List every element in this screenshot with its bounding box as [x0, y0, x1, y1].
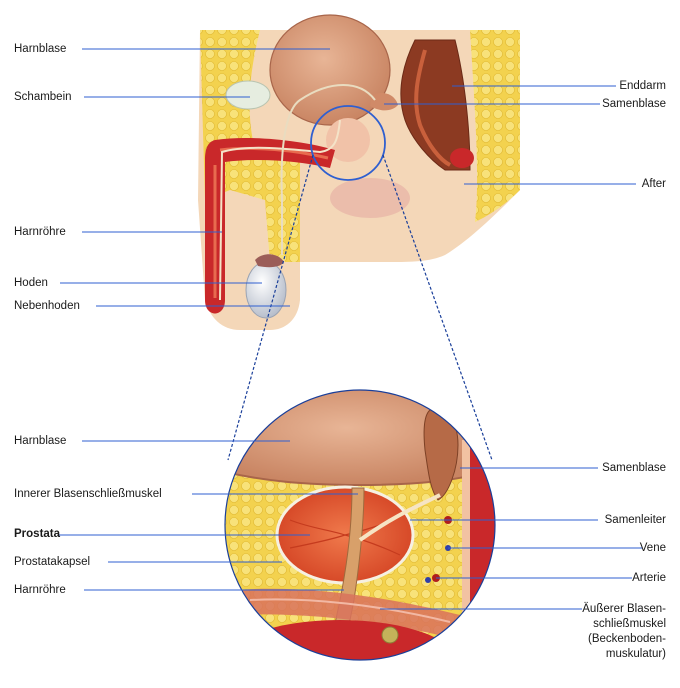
- label-detail-vene: Vene: [640, 541, 666, 555]
- label-detail-harnroehre: Harnröhre: [14, 583, 66, 597]
- label-detail-aeusserer-1: Äußerer Blasen-: [582, 602, 666, 616]
- testis: [246, 262, 286, 318]
- buttock-fat: [470, 30, 520, 222]
- bladder: [270, 15, 390, 125]
- anal-sphincter: [450, 148, 474, 168]
- detail-illustration: [220, 390, 500, 688]
- label-harnblase: Harnblase: [14, 42, 66, 56]
- pubic-bone: [226, 81, 270, 109]
- label-enddarm: Enddarm: [619, 79, 666, 93]
- label-detail-aeusserer-3: (Beckenboden-: [588, 632, 666, 646]
- label-detail-aeusserer-4: muskulatur): [606, 647, 666, 661]
- label-nebenhoden: Nebenhoden: [14, 299, 80, 313]
- label-detail-harnblase: Harnblase: [14, 434, 66, 448]
- label-samenblase: Samenblase: [602, 97, 666, 111]
- label-harnroehre: Harnröhre: [14, 225, 66, 239]
- label-detail-samenblase: Samenblase: [602, 461, 666, 475]
- label-hoden: Hoden: [14, 276, 48, 290]
- label-detail-prostata: Prostata: [14, 527, 60, 541]
- label-detail-arterie: Arterie: [632, 571, 666, 585]
- label-schambein: Schambein: [14, 90, 72, 104]
- label-after: After: [642, 177, 666, 191]
- label-detail-aeusserer-2: schließmuskel: [593, 617, 666, 631]
- label-detail-innerer-blasenschliessmuskel: Innerer Blasenschließmuskel: [14, 487, 162, 501]
- label-detail-samenleiter: Samenleiter: [605, 513, 666, 527]
- label-detail-prostatakapsel: Prostatakapsel: [14, 555, 90, 569]
